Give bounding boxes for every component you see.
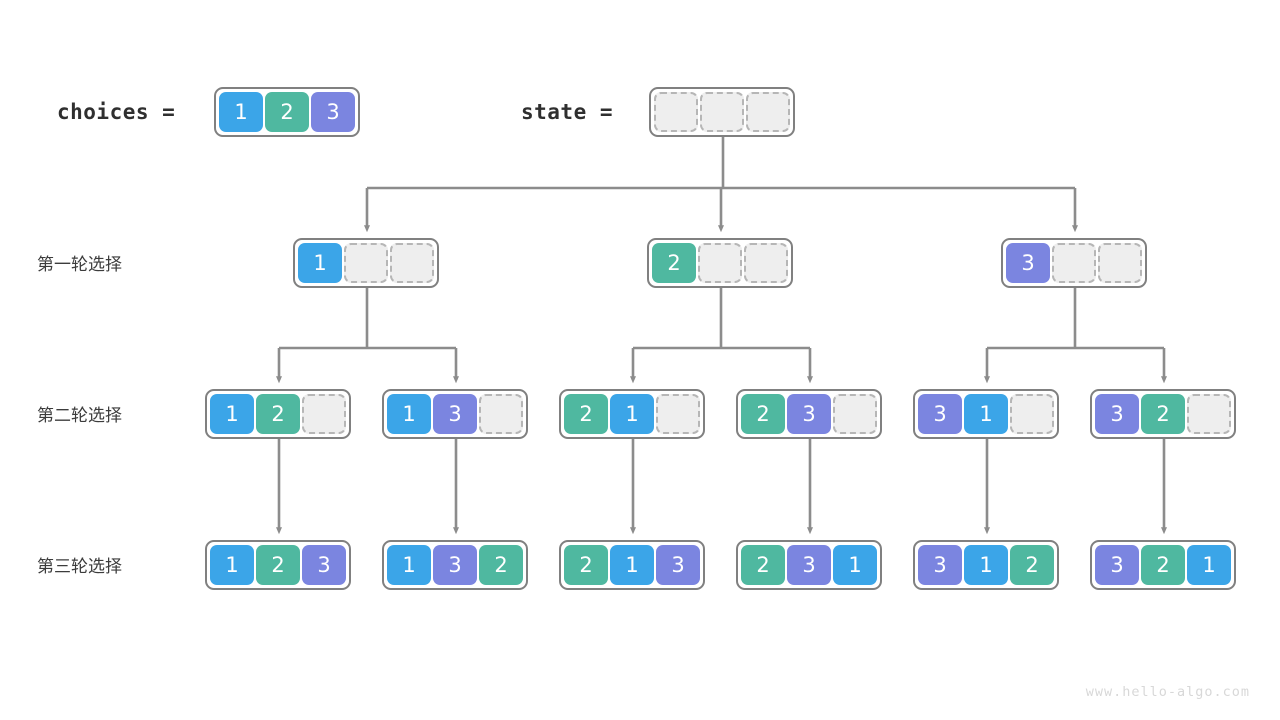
node-round3-2-cell-2-value-3: 3 bbox=[656, 545, 700, 585]
node-round2-4-cell-2-empty bbox=[1010, 394, 1054, 434]
node-round2-5-cell-1-value-2: 2 bbox=[1141, 394, 1185, 434]
choices-array-cell-0-value-1: 1 bbox=[219, 92, 263, 132]
node-round3-1-cell-1-value-3: 3 bbox=[433, 545, 477, 585]
row-label-round1: 第一轮选择 bbox=[37, 255, 122, 275]
node-round2-0-cell-1-value-2: 2 bbox=[256, 394, 300, 434]
node-round3-0-cell-2-value-3: 3 bbox=[302, 545, 346, 585]
node-round3-2-cell-0-value-2: 2 bbox=[564, 545, 608, 585]
node-round1-0: 1 bbox=[293, 238, 439, 288]
node-round1-1-cell-1-empty bbox=[698, 243, 742, 283]
node-round3-3-cell-0-value-2: 2 bbox=[741, 545, 785, 585]
state-array-cell-1-empty bbox=[700, 92, 744, 132]
node-round3-3-cell-1-value-3: 3 bbox=[787, 545, 831, 585]
node-round3-4-cell-2-value-2: 2 bbox=[1010, 545, 1054, 585]
node-round2-2-cell-1-value-1: 1 bbox=[610, 394, 654, 434]
node-round1-0-cell-2-empty bbox=[390, 243, 434, 283]
node-round2-3-cell-0-value-2: 2 bbox=[741, 394, 785, 434]
choices-array-cell-1-value-2: 2 bbox=[265, 92, 309, 132]
state-array-cell-0-empty bbox=[654, 92, 698, 132]
node-round2-3-cell-1-value-3: 3 bbox=[787, 394, 831, 434]
node-round3-2-cell-1-value-1: 1 bbox=[610, 545, 654, 585]
node-round1-1-cell-0-value-2: 2 bbox=[652, 243, 696, 283]
node-round2-0-cell-0-value-1: 1 bbox=[210, 394, 254, 434]
node-round3-5-cell-2-value-1: 1 bbox=[1187, 545, 1231, 585]
node-round2-5-cell-0-value-3: 3 bbox=[1095, 394, 1139, 434]
state-label: state = bbox=[521, 100, 614, 124]
node-round3-1-cell-0-value-1: 1 bbox=[387, 545, 431, 585]
row-label-round3: 第三轮选择 bbox=[37, 557, 122, 577]
node-round1-2-cell-1-empty bbox=[1052, 243, 1096, 283]
node-round3-1-cell-2-value-2: 2 bbox=[479, 545, 523, 585]
node-round3-0-cell-0-value-1: 1 bbox=[210, 545, 254, 585]
state-array bbox=[649, 87, 795, 137]
node-round2-1-cell-0-value-1: 1 bbox=[387, 394, 431, 434]
node-round1-2-cell-2-empty bbox=[1098, 243, 1142, 283]
node-round1-1: 2 bbox=[647, 238, 793, 288]
node-round3-5-cell-1-value-2: 2 bbox=[1141, 545, 1185, 585]
choices-array-cell-2-value-3: 3 bbox=[311, 92, 355, 132]
node-round2-4-cell-1-value-1: 1 bbox=[964, 394, 1008, 434]
node-round2-1-cell-1-value-3: 3 bbox=[433, 394, 477, 434]
node-round3-5-cell-0-value-3: 3 bbox=[1095, 545, 1139, 585]
node-round3-4-cell-1-value-1: 1 bbox=[964, 545, 1008, 585]
node-round2-4-cell-0-value-3: 3 bbox=[918, 394, 962, 434]
node-round1-2: 3 bbox=[1001, 238, 1147, 288]
node-round1-0-cell-0-value-1: 1 bbox=[298, 243, 342, 283]
node-round3-4-cell-0-value-3: 3 bbox=[918, 545, 962, 585]
node-round3-0-cell-1-value-2: 2 bbox=[256, 545, 300, 585]
node-round2-3-cell-2-empty bbox=[833, 394, 877, 434]
node-round1-0-cell-1-empty bbox=[344, 243, 388, 283]
node-round1-2-cell-0-value-3: 3 bbox=[1006, 243, 1050, 283]
node-round1-1-cell-2-empty bbox=[744, 243, 788, 283]
node-round2-5-cell-2-empty bbox=[1187, 394, 1231, 434]
node-round2-2-cell-0-value-2: 2 bbox=[564, 394, 608, 434]
node-round2-2-cell-2-empty bbox=[656, 394, 700, 434]
node-round2-1-cell-2-empty bbox=[479, 394, 523, 434]
choices-label: choices = bbox=[57, 100, 176, 124]
row-label-round2: 第二轮选择 bbox=[37, 406, 122, 426]
state-array-cell-2-empty bbox=[746, 92, 790, 132]
node-round2-0-cell-2-empty bbox=[302, 394, 346, 434]
node-round3-3-cell-2-value-1: 1 bbox=[833, 545, 877, 585]
watermark: www.hello-algo.com bbox=[1085, 684, 1250, 700]
